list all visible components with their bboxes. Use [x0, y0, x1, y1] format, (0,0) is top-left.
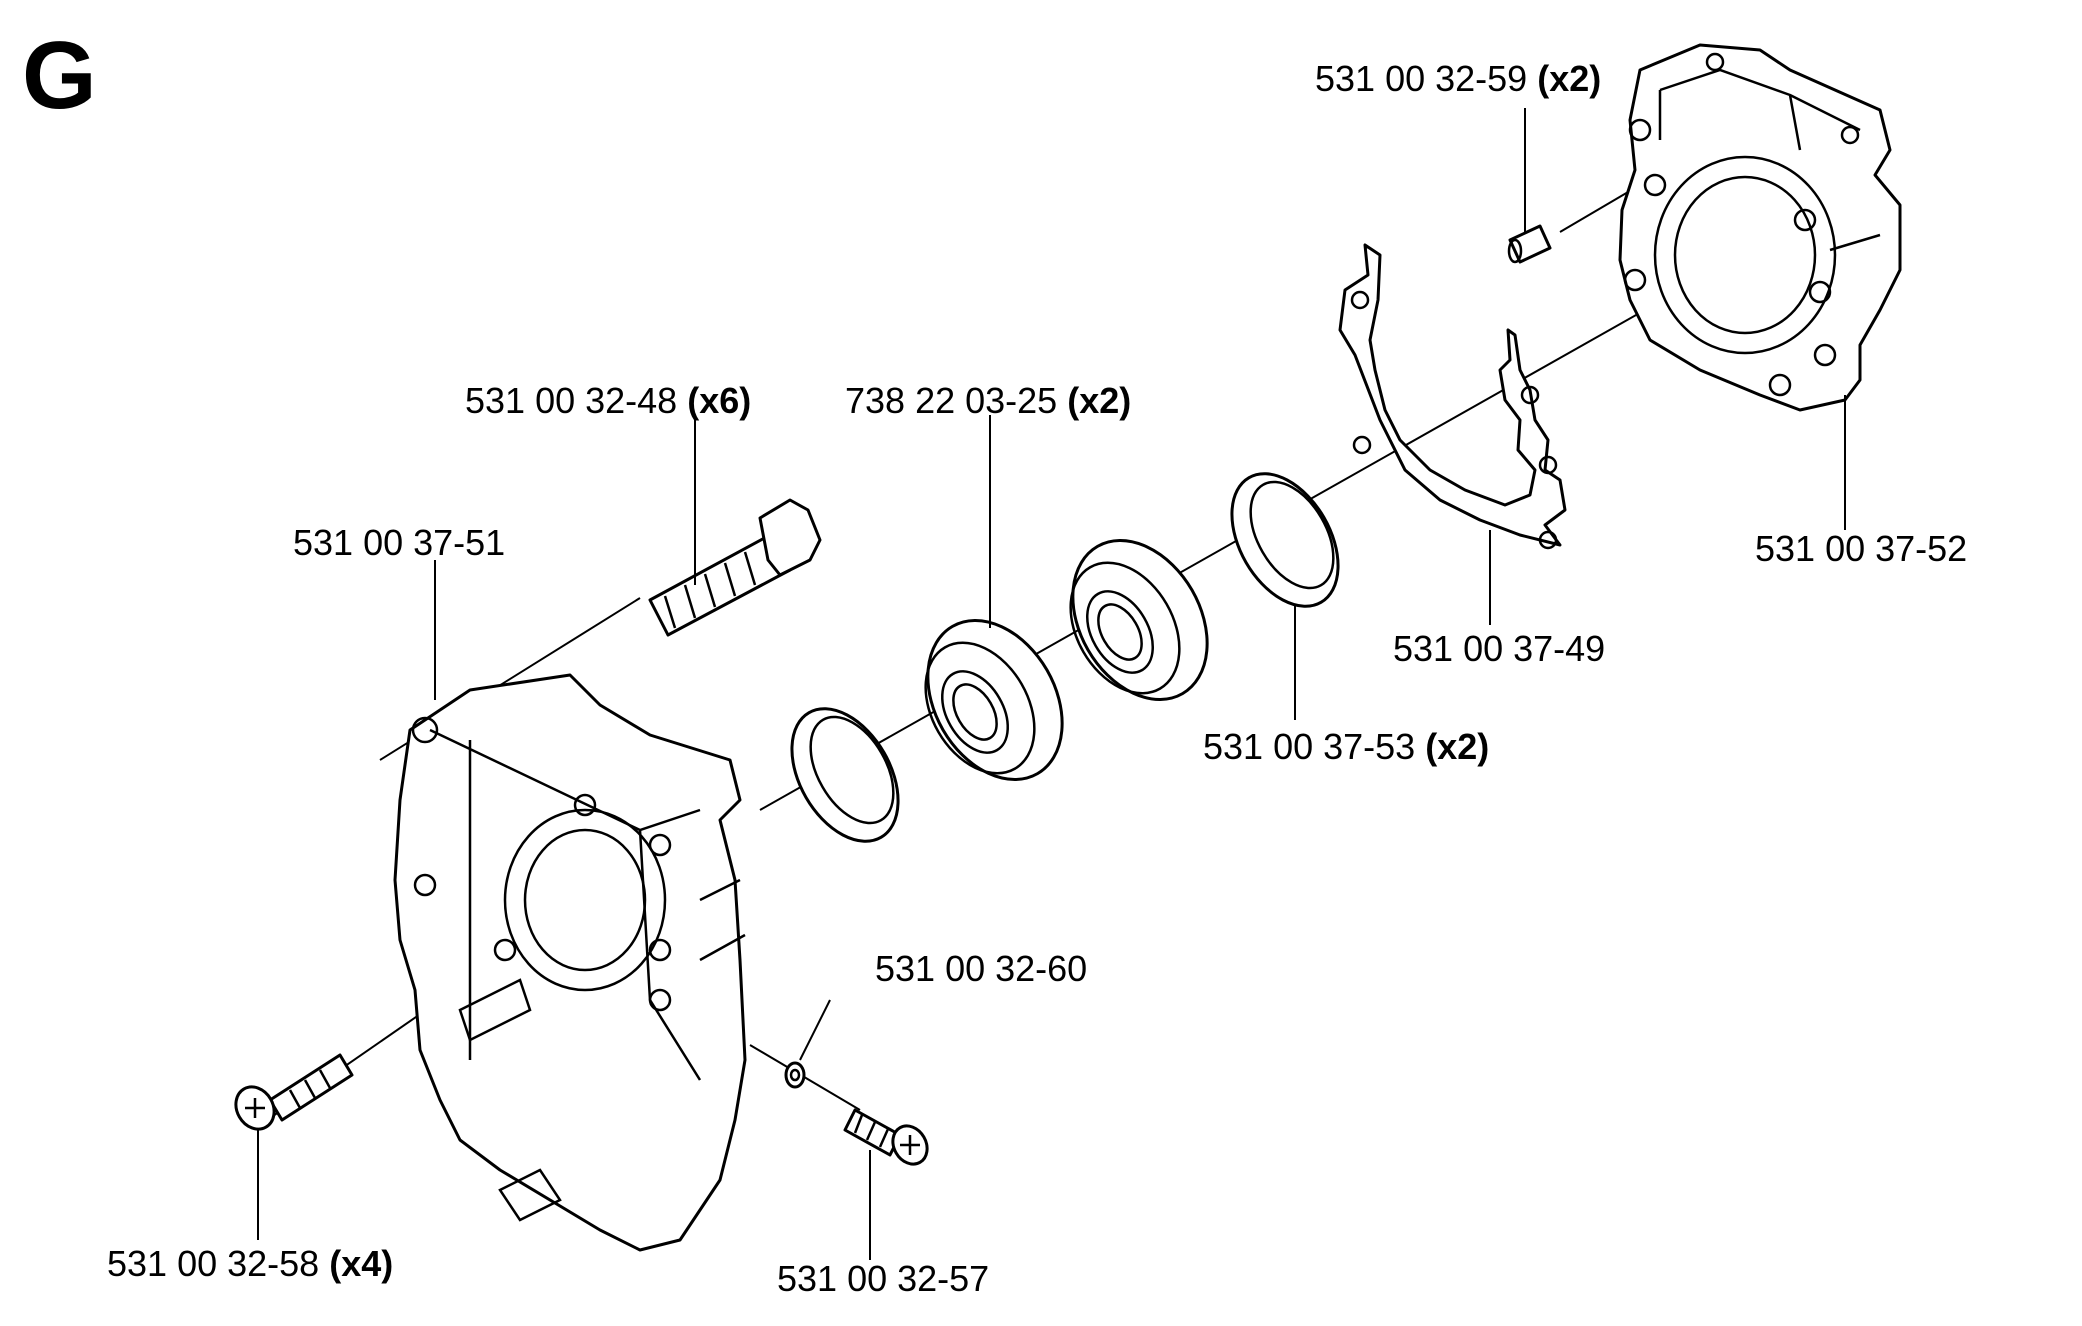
gasket	[1338, 243, 1567, 550]
bearing-left	[924, 619, 1064, 781]
label-long-screw: 531 00 32-58 (x4)	[107, 1243, 393, 1284]
label-washer: 531 00 32-60	[875, 948, 1087, 989]
leader-lines	[257, 108, 1846, 1260]
label-bearing: 738 22 03-25 (x2)	[845, 380, 1131, 421]
bearing-right	[1069, 539, 1209, 701]
washer	[784, 1061, 806, 1089]
label-right-half: 531 00 37-52	[1755, 528, 1967, 569]
label-bolt: 531 00 32-48 (x6)	[465, 380, 751, 421]
dowel-pin	[1507, 224, 1552, 264]
seal-ring-right	[1230, 472, 1340, 608]
label-small-screw: 531 00 32-57	[777, 1258, 989, 1299]
label-gasket: 531 00 37-49	[1393, 628, 1605, 669]
crankcase-bolt	[648, 498, 822, 637]
right-crankcase-half	[1618, 43, 1902, 412]
seal-ring-left	[790, 707, 900, 843]
section-letter: G	[22, 22, 97, 129]
small-screw	[843, 1108, 929, 1166]
long-screw	[234, 1053, 354, 1131]
left-crankcase-half	[393, 673, 747, 1252]
label-pin: 531 00 32-59 (x2)	[1315, 58, 1601, 99]
label-seal: 531 00 37-53 (x2)	[1203, 726, 1489, 767]
label-left-half: 531 00 37-51	[293, 522, 505, 563]
